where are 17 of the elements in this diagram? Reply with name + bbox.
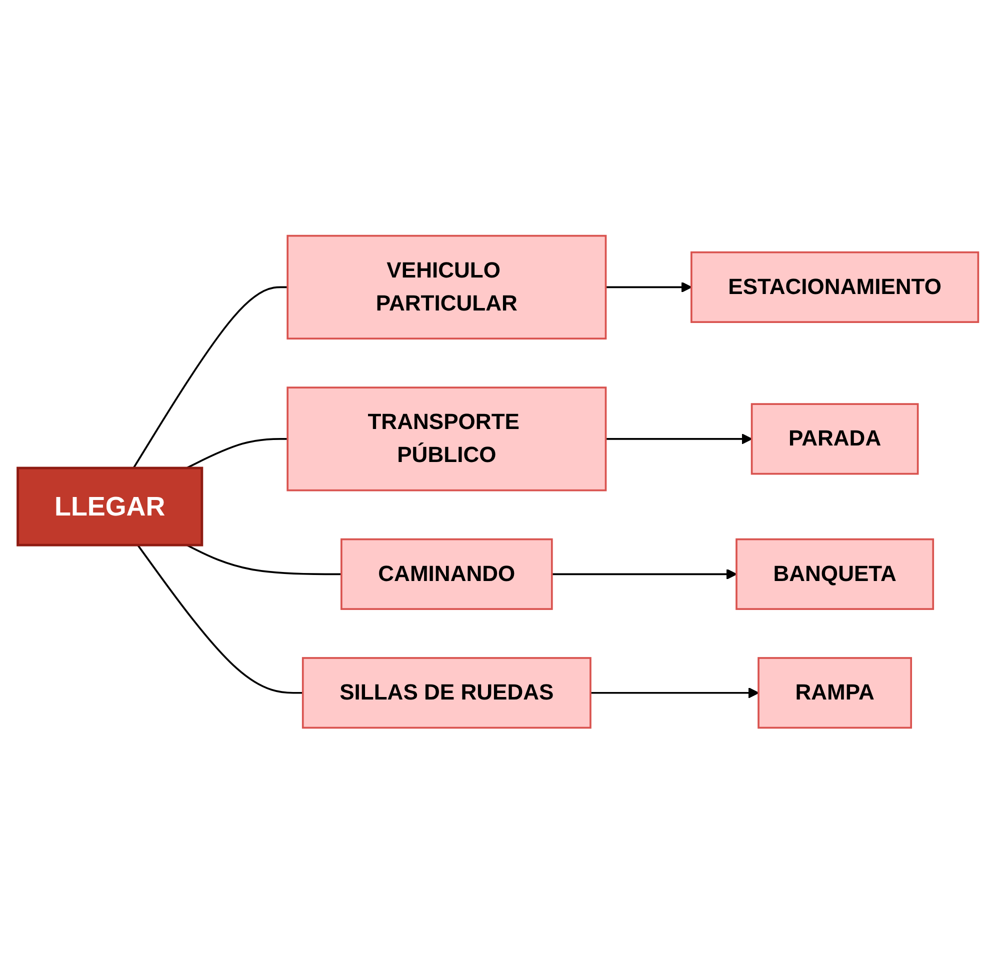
connector	[132, 286, 288, 469]
node-box: LLEGAR	[16, 467, 204, 547]
node-box: SILLAS DE RUEDAS	[302, 657, 592, 729]
node-box: VEHICULO PARTICULAR	[286, 235, 607, 340]
connector	[186, 544, 342, 576]
node-box: PARADA	[750, 403, 919, 475]
connector	[186, 438, 288, 470]
node-box: ESTACIONAMIENTO	[690, 252, 980, 324]
arrow	[552, 569, 737, 580]
arrow	[606, 434, 752, 445]
node-box: RAMPA	[758, 657, 912, 729]
connector	[137, 544, 303, 694]
node-box: TRANSPORTE PÚBLICO	[286, 386, 607, 492]
arrow	[606, 282, 692, 293]
node-box: BANQUETA	[736, 538, 934, 610]
arrow	[590, 688, 760, 698]
node-box: CAMINANDO	[340, 538, 553, 610]
